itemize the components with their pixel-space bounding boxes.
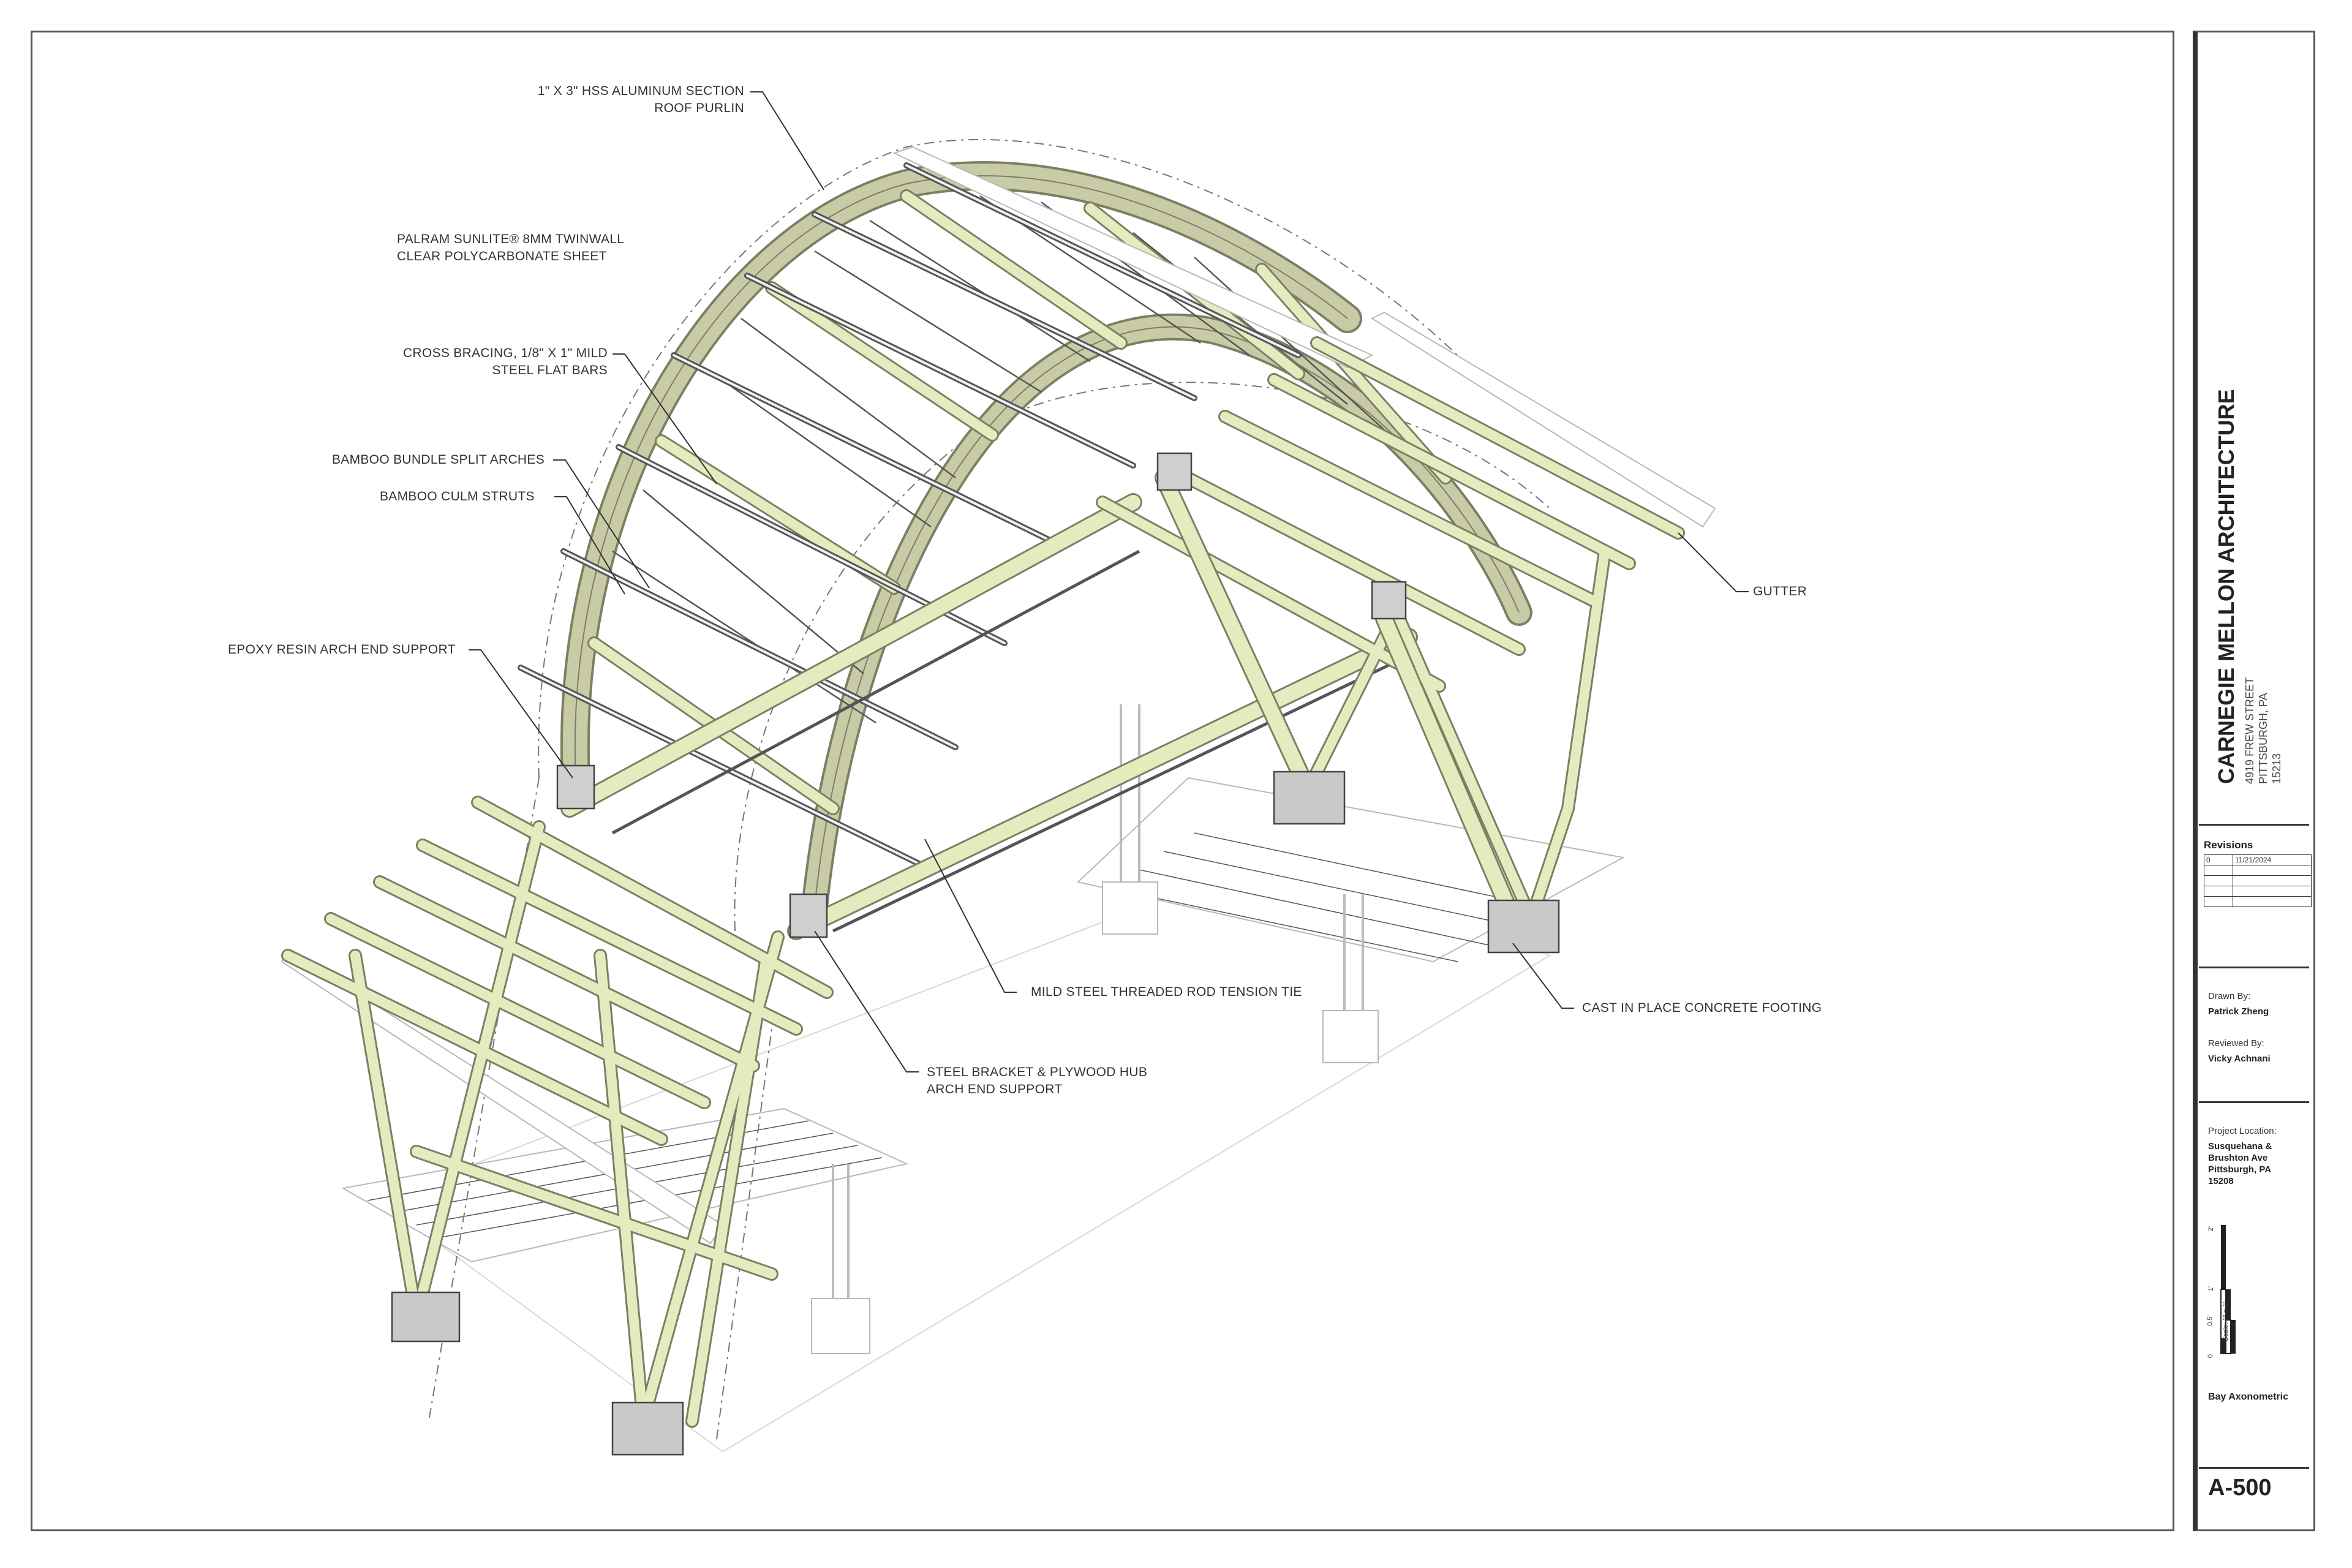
title-block-divider — [2199, 1101, 2309, 1103]
ground-plane — [378, 850, 1551, 1453]
firm-address-3: 15213 — [2271, 753, 2283, 784]
label-tension-tie: MILD STEEL THREADED ROD TENSION TIE — [1031, 985, 1302, 999]
title-block-divider — [2199, 967, 2309, 968]
scale-tick-0: 0 — [2207, 1354, 2215, 1359]
scale-note: Scale: 1" = 1' — [2222, 1302, 2230, 1341]
leader-lines — [469, 91, 1749, 1072]
firm-address-1: 4919 FREW STREET — [2244, 677, 2256, 784]
label-cross-bracing: CROSS BRACING, 1/8" X 1" MILD STEEL FLAT… — [402, 346, 608, 377]
rear-arch — [801, 313, 1532, 920]
label-concrete-footing: CAST IN PLACE CONCRETE FOOTING — [1582, 1001, 1822, 1015]
concrete-footings — [391, 771, 1560, 1456]
project-location-line-1: Susquehana & — [2208, 1141, 2272, 1152]
label-epoxy-support: EPOXY RESIN ARCH END SUPPORT — [228, 643, 456, 657]
drawing-border — [31, 31, 2174, 1531]
scale-tick-2: 2' — [2207, 1226, 2215, 1232]
firm-block: CARNEGIE MELLON ARCHITECTURE 4919 FREW S… — [2205, 389, 2283, 796]
sheet-title: Bay Axonometric — [2208, 1392, 2288, 1402]
drawn-by-value: Patrick Zheng — [2208, 1006, 2269, 1017]
title-block-divider — [2199, 824, 2309, 826]
roof-purlins-highlight — [519, 164, 1300, 865]
firm-name: CARNEGIE MELLON ARCHITECTURE — [2214, 389, 2239, 784]
revision-row — [2204, 875, 2312, 886]
title-block-border — [2193, 31, 2315, 1531]
left-canopy — [281, 796, 834, 1428]
reviewed-by-label: Reviewed By: — [2208, 1038, 2264, 1049]
revision-row — [2204, 865, 2312, 876]
project-location-line-2: Brushton Ave — [2208, 1153, 2268, 1163]
label-roof-purlin: 1" X 3" HSS ALUMINUM SECTION ROOF PURLIN — [537, 84, 744, 115]
front-arch — [560, 161, 1362, 793]
longitudinal-beams — [560, 493, 1418, 940]
drawn-by-label: Drawn By: — [2208, 991, 2251, 1001]
steel-bracket-hubs — [556, 452, 1407, 938]
project-location-label: Project Location: — [2208, 1126, 2277, 1136]
sheet-number: A-500 — [2208, 1475, 2272, 1501]
rear-platform — [1076, 704, 1625, 1063]
scale-tick-1: 1' — [2207, 1286, 2215, 1292]
revision-row — [2204, 896, 2312, 907]
bamboo-culm-struts-fill — [589, 191, 1450, 813]
revision-row — [2204, 886, 2312, 897]
label-culm-struts: BAMBOO CULM STRUTS — [380, 489, 535, 503]
title-block-divider — [2199, 1467, 2309, 1469]
firm-address-2: PITTSBURGH, PA — [2257, 693, 2269, 784]
project-location-line-3: Pittsburgh, PA — [2208, 1164, 2272, 1175]
scale-tick-half: 0.5' — [2206, 1315, 2214, 1326]
reviewed-by-value: Vicky Achnani — [2208, 1054, 2271, 1064]
label-gutter: GUTTER — [1753, 584, 1807, 598]
project-location-line-4: 15208 — [2208, 1176, 2234, 1186]
right-canopy — [1096, 311, 1716, 928]
graphic-scale — [2220, 1225, 2236, 1354]
ridge-sheet — [892, 146, 1374, 369]
revisions-title: Revisions — [2204, 839, 2253, 851]
label-split-arches: BAMBOO BUNDLE SPLIT ARCHES — [332, 453, 545, 467]
label-polycarbonate-sheet: PALRAM SUNLITE® 8MM TWINWALL CLEAR POLYC… — [397, 232, 625, 263]
label-bracket-hub: STEEL BRACKET & PLYWOOD HUB ARCH END SUP… — [927, 1065, 1148, 1096]
